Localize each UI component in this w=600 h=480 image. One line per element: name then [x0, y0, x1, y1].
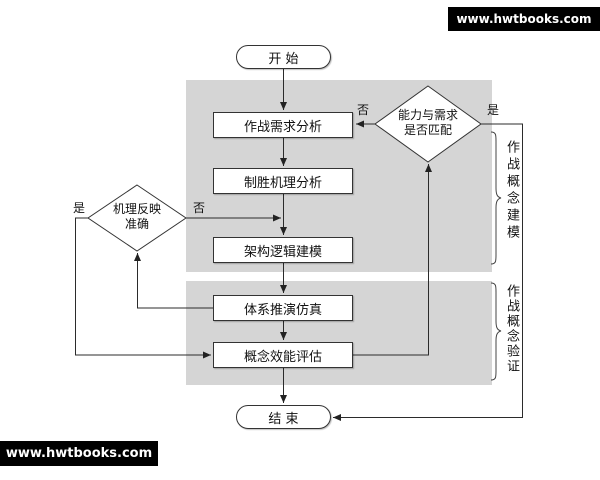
process-architecture-logic-modeling: 架构逻辑建模	[213, 237, 353, 263]
decision-mechanism-accuracy-label: 机理反映 准确	[92, 202, 182, 232]
edge-label-yes-capability-match: 是	[487, 103, 500, 117]
decision-label-line1: 能力与需求	[397, 108, 458, 122]
process-operational-requirements-analysis: 作战需求分析	[213, 112, 353, 138]
process-winning-mechanism-analysis: 制胜机理分析	[213, 168, 353, 194]
phase-brace-modeling	[490, 131, 502, 265]
phase-label-concept-validation: 作战概念验证	[504, 284, 519, 374]
edge-label-no-capability-match: 否	[357, 103, 370, 117]
decision-label-line2: 是否匹配	[403, 123, 452, 137]
end-node-label: 结 束	[268, 411, 299, 427]
decision-label-line2: 准确	[124, 217, 149, 231]
phase-braces	[490, 131, 502, 381]
edge-match-yes-to-end	[333, 123, 523, 421]
edge-simulation-to-accuracy-decision	[134, 253, 213, 309]
phase-label-concept-modeling: 作战概念建模	[504, 140, 519, 242]
watermark-top-right: www.hwtbooks.com	[448, 7, 600, 31]
process-label: 作战需求分析	[243, 119, 322, 135]
decision-shapes	[87, 85, 482, 252]
end-node: 结 束	[236, 405, 331, 429]
connector-lines	[75, 69, 523, 421]
edge-label-yes-mechanism-accuracy: 是	[73, 201, 86, 215]
watermark-bottom-left: www.hwtbooks.com	[0, 441, 158, 466]
start-node-label: 开 始	[268, 51, 299, 67]
decision-capability-match-label: 能力与需求 是否匹配	[383, 108, 473, 138]
decision-label-line1: 机理反映	[112, 202, 161, 216]
process-label: 制胜机理分析	[243, 175, 322, 191]
process-label: 体系推演仿真	[243, 302, 322, 318]
edge-accuracy-yes-to-evaluation	[75, 217, 211, 359]
process-label: 概念效能评估	[243, 349, 322, 365]
decision-mechanism-accuracy-shape	[87, 184, 187, 252]
process-concept-effectiveness-evaluation: 概念效能评估	[213, 342, 353, 368]
decision-capability-match-shape	[374, 85, 482, 163]
start-node: 开 始	[236, 45, 331, 69]
process-system-wargame-simulation: 体系推演仿真	[213, 295, 353, 321]
edge-evaluation-to-match-decision	[353, 164, 432, 356]
phase-brace-validation	[490, 282, 502, 381]
edge-label-no-mechanism-accuracy: 否	[193, 201, 206, 215]
process-label: 架构逻辑建模	[243, 244, 322, 260]
